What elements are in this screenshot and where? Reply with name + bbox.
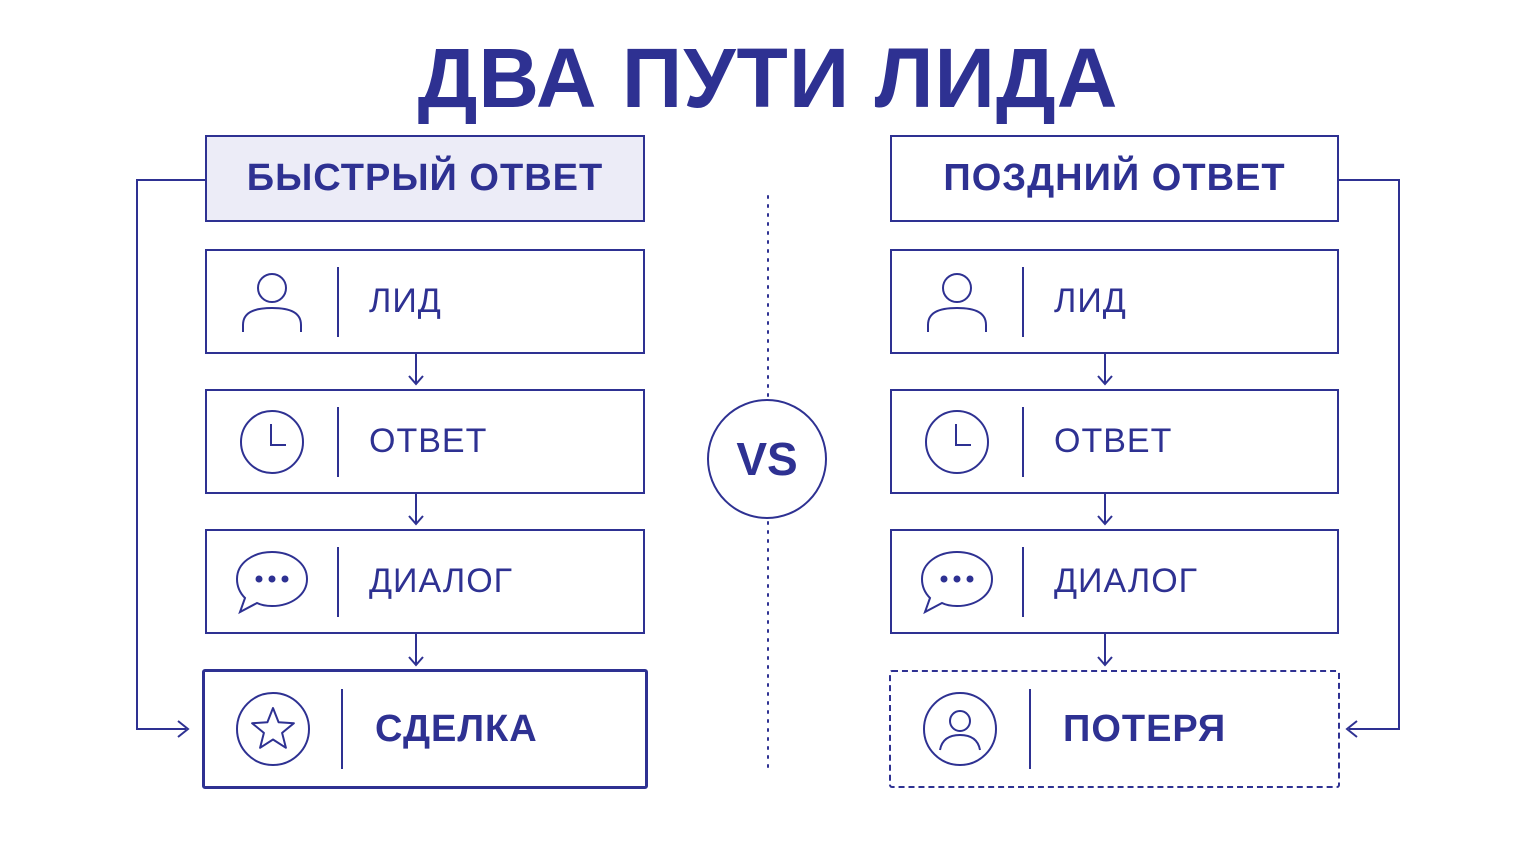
step-label: ДИАЛОГ	[1054, 562, 1199, 600]
separator	[1022, 266, 1024, 337]
separator	[341, 689, 343, 769]
right-step-loss: ПОТЕРЯ	[889, 670, 1340, 788]
clock-icon	[892, 391, 1022, 492]
right-down-arrows	[1097, 354, 1113, 667]
right-loop-connector	[1339, 179, 1400, 730]
step-label: ЛИД	[369, 282, 442, 320]
vs-badge: VS	[707, 399, 827, 519]
separator	[337, 406, 339, 477]
left-step-dialog: ДИАЛОГ	[205, 529, 645, 634]
separator	[1029, 689, 1031, 769]
step-label: СДЕЛКА	[375, 707, 538, 750]
left-down-arrows	[408, 354, 424, 667]
user-icon	[207, 251, 337, 352]
separator	[337, 266, 339, 337]
separator	[337, 546, 339, 617]
right-step-response: ОТВЕТ	[890, 389, 1339, 494]
right-step-lead: ЛИД	[890, 249, 1339, 354]
fast-response-header: БЫСТРЫЙ ОТВЕТ	[205, 135, 645, 222]
step-label: ДИАЛОГ	[369, 562, 514, 600]
left-step-lead: ЛИД	[205, 249, 645, 354]
left-loop-connector	[136, 179, 205, 730]
separator	[1022, 546, 1024, 617]
late-response-header: ПОЗДНИЙ ОТВЕТ	[890, 135, 1339, 222]
user-icon	[892, 251, 1022, 352]
left-step-response: ОТВЕТ	[205, 389, 645, 494]
right-step-dialog: ДИАЛОГ	[890, 529, 1339, 634]
right-loop-arrowhead	[1345, 720, 1358, 738]
diagram-title: ДВА ПУТИ ЛИДА	[417, 31, 1119, 125]
fast-response-header-label: БЫСТРЫЙ ОТВЕТ	[246, 157, 604, 199]
left-step-deal: СДЕЛКА	[202, 669, 648, 789]
step-label: ЛИД	[1054, 282, 1127, 320]
star-icon	[205, 672, 341, 786]
chat-bubble-icon	[207, 531, 337, 632]
left-loop-arrowhead	[177, 720, 190, 738]
step-label: ОТВЕТ	[1054, 422, 1173, 460]
vs-label: VS	[736, 433, 798, 485]
separator	[1022, 406, 1024, 477]
late-response-header-label: ПОЗДНИЙ ОТВЕТ	[943, 157, 1286, 199]
step-label: ОТВЕТ	[369, 422, 488, 460]
step-label: ПОТЕРЯ	[1063, 707, 1227, 750]
clock-icon	[207, 391, 337, 492]
chat-bubble-icon	[892, 531, 1022, 632]
user-circle-icon	[891, 672, 1029, 786]
